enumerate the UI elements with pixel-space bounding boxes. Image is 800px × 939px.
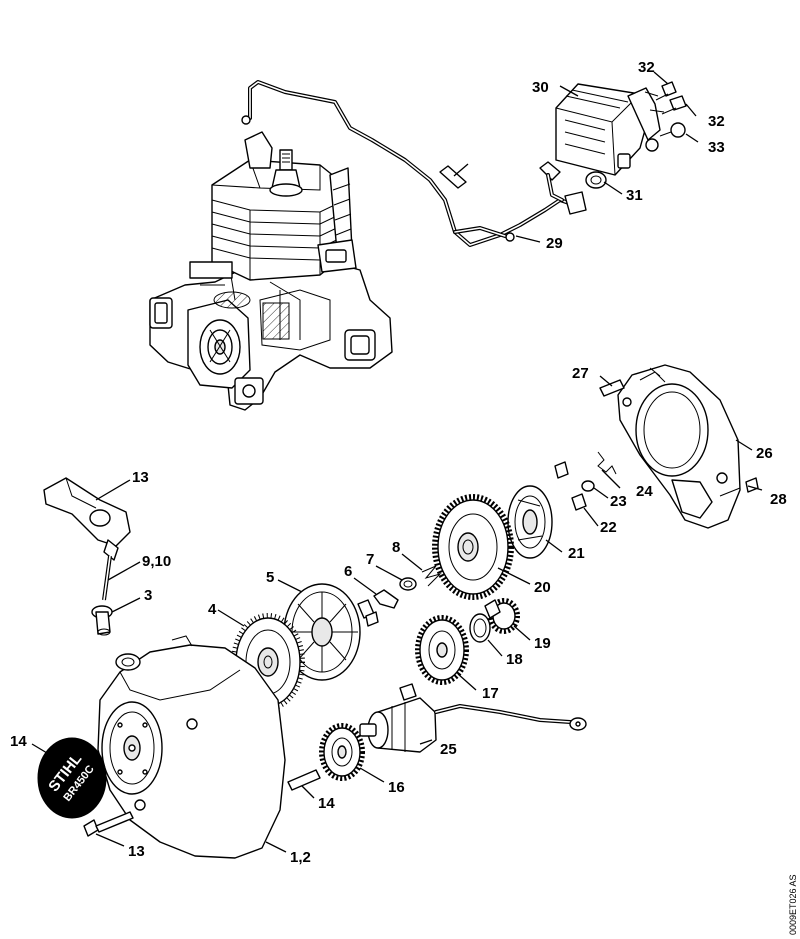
callout-9-10: 9,10 — [142, 553, 171, 570]
callout-8: 8 — [392, 539, 400, 556]
callout-4: 4 — [208, 601, 217, 618]
callout-30: 31 — [626, 187, 643, 204]
callout-29: 29 — [546, 235, 563, 252]
callout-25: 26 — [756, 445, 773, 462]
rope-guide-bush — [91, 605, 113, 636]
leader-lines — [31, 71, 763, 853]
rope-rotor — [283, 583, 361, 681]
callout-24: 25 — [440, 741, 457, 758]
callout-3: 3 — [144, 587, 152, 604]
torsion-spring — [597, 451, 617, 475]
callout-17: 18 — [506, 651, 523, 668]
callout-13: 13 — [128, 843, 145, 860]
freewheel-clutch — [484, 598, 520, 634]
callout-11: 13 — [132, 469, 149, 486]
wiring-harness — [241, 80, 587, 247]
callout-31a: 32 — [638, 59, 655, 76]
washer-ring — [469, 613, 491, 643]
dowel-pin — [599, 379, 625, 397]
callout-15: 16 — [388, 779, 405, 796]
callout-32: 33 — [708, 139, 725, 156]
callout-14: 14 — [318, 795, 335, 812]
housing-screw — [83, 811, 134, 837]
pawl — [357, 589, 399, 627]
callout-16: 17 — [482, 685, 499, 702]
callout-7: 7 — [366, 551, 374, 568]
callout-31b: 32 — [708, 113, 725, 130]
logo-plate: STIHL BR450C — [37, 737, 107, 819]
pin — [287, 769, 321, 791]
callout-19: 20 — [534, 579, 551, 596]
callout-28: 30 — [532, 79, 549, 96]
callout-26: 27 — [572, 365, 589, 382]
pinion-gear — [319, 723, 365, 781]
large-gear — [432, 494, 514, 600]
callout-5: 5 — [266, 569, 274, 586]
control-module — [555, 83, 665, 176]
callout-23: 24 — [636, 483, 653, 500]
callout-6: 6 — [344, 563, 352, 580]
washer — [399, 577, 417, 591]
callout-21: 22 — [600, 519, 617, 536]
callout-12: 14 — [10, 733, 27, 750]
module-screw — [655, 81, 687, 115]
starter-frame — [617, 364, 741, 529]
grommet — [585, 171, 607, 189]
spring-clip — [421, 565, 442, 587]
starter-grip — [43, 477, 131, 561]
intermediate-gear — [415, 615, 469, 685]
callout-20: 21 — [568, 545, 585, 562]
small-pawl — [554, 461, 587, 511]
callout-18: 19 — [534, 635, 551, 652]
starter-cup — [507, 485, 553, 559]
callout-1-2: 1,2 — [290, 849, 311, 866]
electric-starter-motor — [359, 683, 587, 753]
sleeve — [439, 165, 467, 189]
starter-rope — [102, 555, 112, 601]
callout-22: 23 — [610, 493, 627, 510]
callout-labels: 32 30 32 33 31 29 27 26 24 23 28 22 21 2… — [10, 59, 787, 866]
o-ring — [581, 480, 595, 492]
ground-screw — [659, 122, 686, 138]
callout-27: 28 — [770, 491, 787, 508]
engine-block — [149, 131, 393, 411]
fan-housing — [97, 635, 286, 859]
document-number: 0009ET026 AS — [788, 874, 798, 935]
